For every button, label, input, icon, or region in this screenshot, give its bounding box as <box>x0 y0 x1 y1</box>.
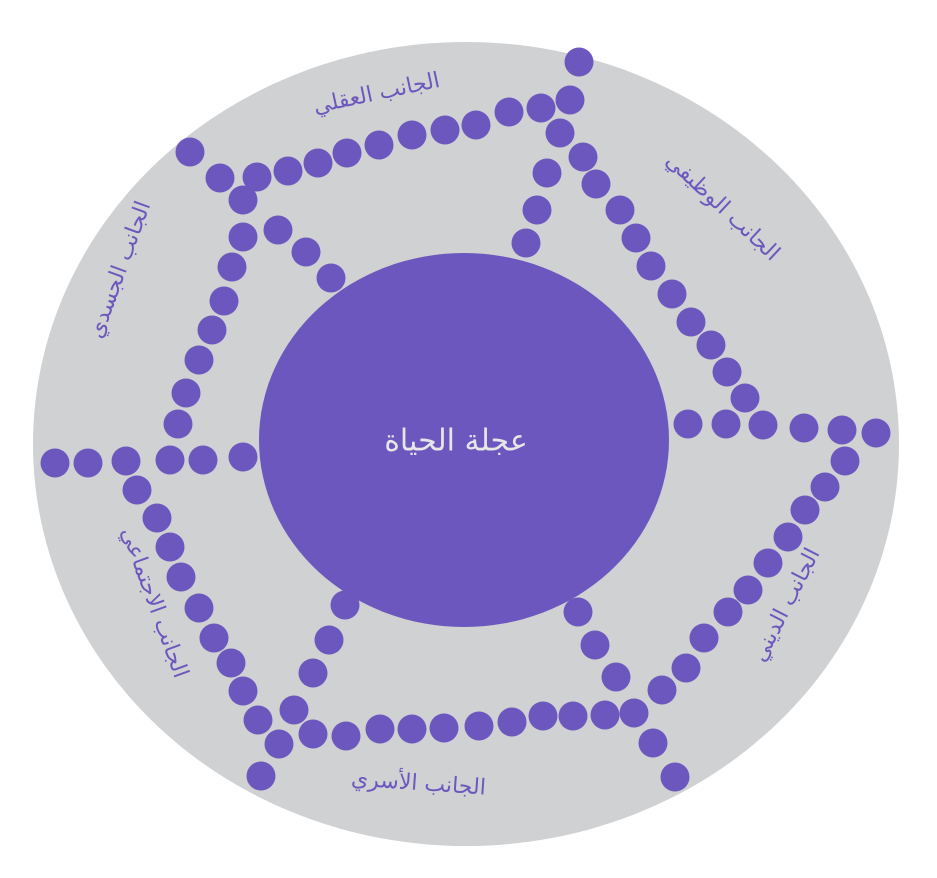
spoke-dot <box>671 653 701 683</box>
spoke-dot <box>564 47 594 77</box>
spoke-dot <box>142 503 172 533</box>
spoke-dot <box>494 97 524 127</box>
spoke-dot <box>364 130 394 160</box>
spoke-dot <box>712 357 742 387</box>
spoke-dot <box>273 156 303 186</box>
spoke-dot <box>279 695 309 725</box>
spoke-dot <box>228 185 258 215</box>
spoke-dot <box>175 137 205 167</box>
spoke-dot <box>291 237 321 267</box>
spoke-dot <box>522 195 552 225</box>
spoke-dot <box>730 383 760 413</box>
spoke-dot <box>263 215 293 245</box>
spoke-dot <box>753 548 783 578</box>
spoke-dot <box>810 472 840 502</box>
spoke-dot <box>511 228 541 258</box>
spoke-dot <box>713 597 743 627</box>
spoke-dot <box>171 378 201 408</box>
spoke-dot <box>673 409 703 439</box>
spoke-dot <box>155 532 185 562</box>
spoke-dot <box>580 630 610 660</box>
spoke-dot <box>217 252 247 282</box>
spoke-dot <box>790 495 820 525</box>
spoke-dot <box>676 307 706 337</box>
spoke-dot <box>228 442 258 472</box>
spoke-dot <box>497 707 527 737</box>
spoke-dot <box>228 222 258 252</box>
spoke-dot <box>789 413 819 443</box>
spoke-dot <box>830 446 860 476</box>
spoke-dot <box>184 345 214 375</box>
spoke-dot <box>827 415 857 445</box>
spoke-dot <box>73 448 103 478</box>
spoke-dot <box>545 118 575 148</box>
spoke-dot <box>188 445 218 475</box>
spoke-dot <box>155 445 185 475</box>
spoke-dot <box>430 115 460 145</box>
spoke-dot <box>568 142 598 172</box>
spoke-dot <box>590 700 620 730</box>
spoke-dot <box>605 195 635 225</box>
spoke-dot <box>243 705 273 735</box>
spoke-dot <box>199 623 229 653</box>
spoke-dot <box>332 138 362 168</box>
spoke-dot <box>461 110 491 140</box>
spoke-dot <box>528 701 558 731</box>
spoke-dot <box>197 315 227 345</box>
spoke-dot <box>331 721 361 751</box>
spoke-dot <box>621 223 651 253</box>
hub-circle <box>259 253 669 627</box>
spoke-dot <box>163 409 193 439</box>
spoke-dot <box>711 409 741 439</box>
spoke-dot <box>209 286 239 316</box>
spoke-dot <box>748 410 778 440</box>
spoke-dot <box>636 251 666 281</box>
spoke-dot <box>638 728 668 758</box>
spoke-dot <box>397 120 427 150</box>
spoke-dot <box>689 623 719 653</box>
spoke-dot <box>555 85 585 115</box>
spoke-dot <box>581 169 611 199</box>
spoke-dot <box>464 711 494 741</box>
spoke-dot <box>657 279 687 309</box>
spoke-dot <box>773 522 803 552</box>
hub-label: عجلة الحياة <box>384 424 528 459</box>
spoke-dot <box>660 762 690 792</box>
spoke-dot <box>563 597 593 627</box>
spoke-dot <box>298 658 328 688</box>
spoke-dot <box>365 714 395 744</box>
spoke-dot <box>558 701 588 731</box>
dot-spokes <box>40 47 891 792</box>
spoke-dot <box>330 590 360 620</box>
spoke-dot <box>166 562 196 592</box>
spoke-dot <box>314 625 344 655</box>
spoke-dot <box>316 263 346 293</box>
spoke-dot <box>696 330 726 360</box>
spoke-dot <box>228 676 258 706</box>
spoke-dot <box>242 162 272 192</box>
spoke-dot <box>429 713 459 743</box>
spoke-dot <box>216 648 246 678</box>
spoke-dot <box>303 148 333 178</box>
spoke-dot <box>532 158 562 188</box>
spoke-dot <box>397 714 427 744</box>
spoke-dot <box>619 698 649 728</box>
spoke-dot <box>601 662 631 692</box>
spoke-dot <box>184 593 214 623</box>
spoke-dot <box>647 675 677 705</box>
spoke-dot <box>205 163 235 193</box>
spoke-dot <box>733 575 763 605</box>
spoke-dot <box>526 93 556 123</box>
spoke-dot <box>122 475 152 505</box>
spoke-dot <box>298 719 328 749</box>
spoke-dot <box>861 418 891 448</box>
spoke-dot <box>246 761 276 791</box>
spoke-dot <box>111 446 141 476</box>
spoke-dot <box>264 729 294 759</box>
spoke-dot <box>40 448 70 478</box>
